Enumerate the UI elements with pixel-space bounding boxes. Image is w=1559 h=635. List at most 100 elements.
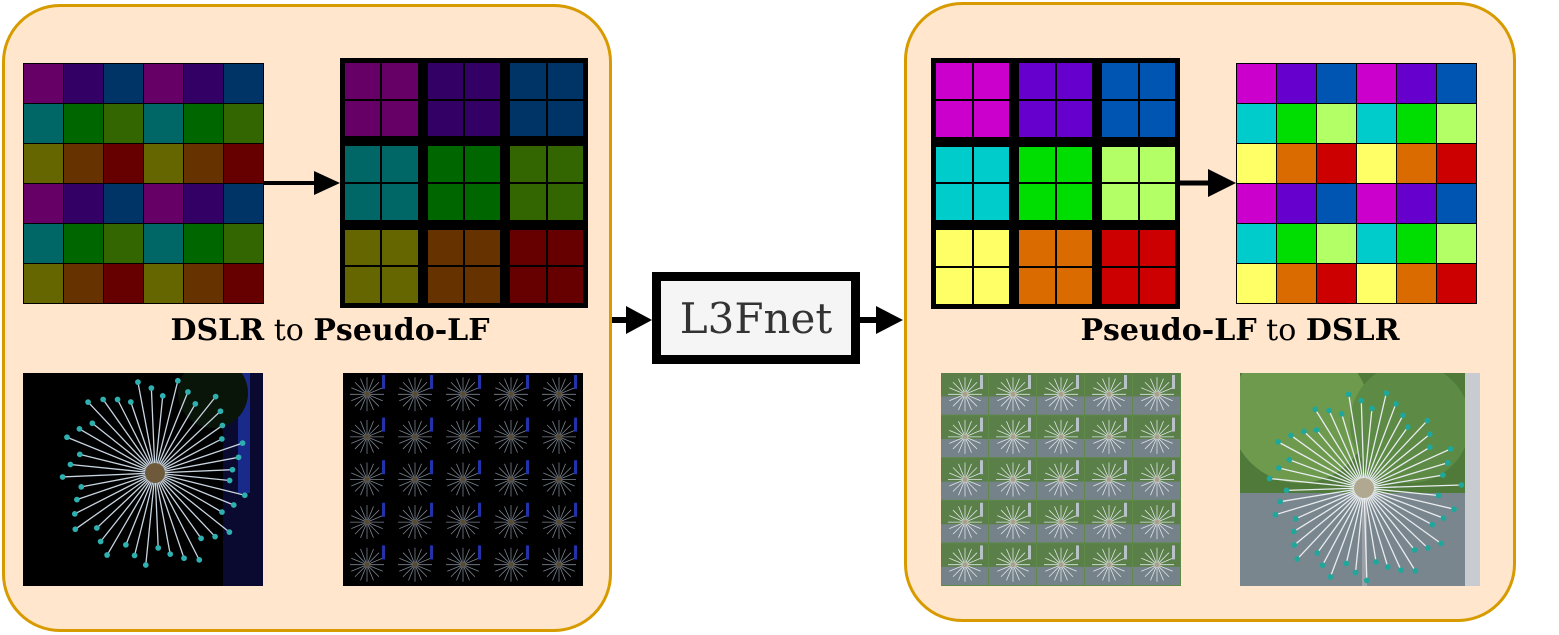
dark-fountain-svg	[59, 373, 263, 586]
right-block-subcell	[1101, 267, 1139, 305]
right-block-subcell	[1101, 99, 1139, 138]
right-block-subcell	[972, 267, 1010, 305]
right-block-subcell	[1055, 62, 1093, 100]
right-block-subcell	[935, 62, 973, 100]
right-grid-cell	[1317, 104, 1357, 144]
right-grid-cell	[1437, 104, 1477, 144]
right-grid-cell	[1437, 184, 1477, 224]
bright-lf-mosaic-svg	[941, 373, 1180, 585]
left-grid-cell	[64, 264, 104, 304]
right-grid-cell	[1317, 64, 1357, 104]
left-grid-cell	[224, 224, 264, 264]
left-block-subcell	[381, 62, 419, 100]
right-caption-bold1: Pseudo-LF	[1080, 313, 1257, 348]
left-block-subcell	[381, 228, 419, 267]
right-block-subcell	[972, 99, 1010, 138]
left-block-block	[422, 224, 506, 308]
left-block-subcell	[546, 62, 584, 100]
left-block-subcell	[509, 228, 547, 267]
l3fnet-box: L3Fnet	[652, 272, 860, 364]
right-block-block	[1014, 225, 1097, 309]
left-grid-cell	[104, 104, 144, 144]
left-grid-cell	[24, 64, 64, 104]
left-block-block	[505, 224, 588, 308]
left-caption: DSLR to Pseudo-LF	[120, 313, 540, 348]
right-grid-cell	[1317, 264, 1357, 304]
left-block-block	[505, 58, 588, 142]
left-grid-cell	[144, 184, 184, 224]
right-grid-cell	[1317, 224, 1357, 264]
right-block-subcell	[935, 183, 973, 222]
right-block-subcell	[1018, 229, 1056, 268]
left-block-subcell	[546, 266, 584, 304]
left-block-subcell	[463, 62, 502, 100]
right-block-subcell	[1138, 183, 1176, 222]
left-block-subcell	[463, 99, 502, 138]
right-grid-cell	[1277, 104, 1317, 144]
left-grid-cell	[24, 144, 64, 184]
right-block-block	[931, 225, 1014, 309]
left-caption-bold1: DSLR	[170, 313, 265, 348]
right-block-subcell	[1055, 145, 1093, 184]
left-block-subcell	[344, 62, 382, 100]
right-grid-cell	[1237, 224, 1277, 264]
right-block-subcell	[1138, 229, 1176, 268]
right-grid-cell	[1277, 144, 1317, 184]
left-block-subcell	[426, 145, 464, 183]
right-block-subcell	[1055, 99, 1093, 138]
right-block-subcell	[972, 229, 1010, 268]
right-block-subcell	[1018, 99, 1056, 138]
left-grid-cell	[184, 264, 224, 304]
left-block-subcell	[344, 99, 382, 138]
left-block-subcell	[546, 228, 584, 267]
right-grid-cell	[1397, 224, 1437, 264]
left-caption-bold2: Pseudo-LF	[313, 313, 490, 348]
left-block-block	[340, 141, 423, 225]
left-grid-cell	[104, 224, 144, 264]
right-block-block	[1097, 58, 1180, 142]
right-block-block	[931, 141, 1014, 226]
right-grid-cell	[1357, 104, 1397, 144]
right-grid-cell	[1437, 224, 1477, 264]
right-block-block	[1014, 58, 1097, 142]
right-caption: Pseudo-LF to DSLR	[1030, 313, 1450, 348]
right-block-subcell	[935, 99, 973, 138]
left-grid-cell	[224, 264, 264, 304]
left-grid-cell	[24, 264, 64, 304]
left-block-subcell	[509, 62, 547, 100]
left-grid-cell	[184, 144, 224, 184]
left-block-subcell	[509, 145, 547, 183]
left-grid-cell	[184, 224, 224, 264]
left-block-subcell	[463, 266, 502, 304]
right-block-subcell	[1055, 229, 1093, 268]
left-grid-cell	[144, 64, 184, 104]
left-block-block	[340, 224, 423, 308]
right-grid-cell	[1397, 184, 1437, 224]
left-grid-cell	[104, 264, 144, 304]
right-grid-cell	[1237, 184, 1277, 224]
bright-lf-mosaic-photo-icon	[941, 373, 1181, 586]
left-block-subcell	[381, 99, 419, 138]
right-block-subcell	[935, 229, 973, 268]
left-block-subcell	[463, 182, 502, 221]
right-block-subcell	[1055, 183, 1093, 222]
left-grid-cell	[144, 264, 184, 304]
right-caption-mid: to	[1266, 313, 1297, 348]
right-grid-cell	[1237, 64, 1277, 104]
left-grid-cell	[224, 64, 264, 104]
right-grid-cell	[1357, 144, 1397, 184]
left-grid-cell	[224, 144, 264, 184]
left-block-subcell	[344, 145, 382, 183]
right-block-block	[1097, 141, 1180, 226]
right-grid-cell	[1277, 264, 1317, 304]
left-caption-mid: to	[273, 313, 304, 348]
arrow-right-blocks-to-grid	[1180, 169, 1236, 197]
right-block-block	[1097, 225, 1180, 309]
left-block-subcell	[381, 145, 419, 183]
left-grid-cell	[144, 224, 184, 264]
right-grid-cell	[1437, 144, 1477, 184]
left-grid-cell	[104, 184, 144, 224]
right-block-subcell	[1138, 145, 1176, 184]
right-block-subcell	[1018, 145, 1056, 184]
